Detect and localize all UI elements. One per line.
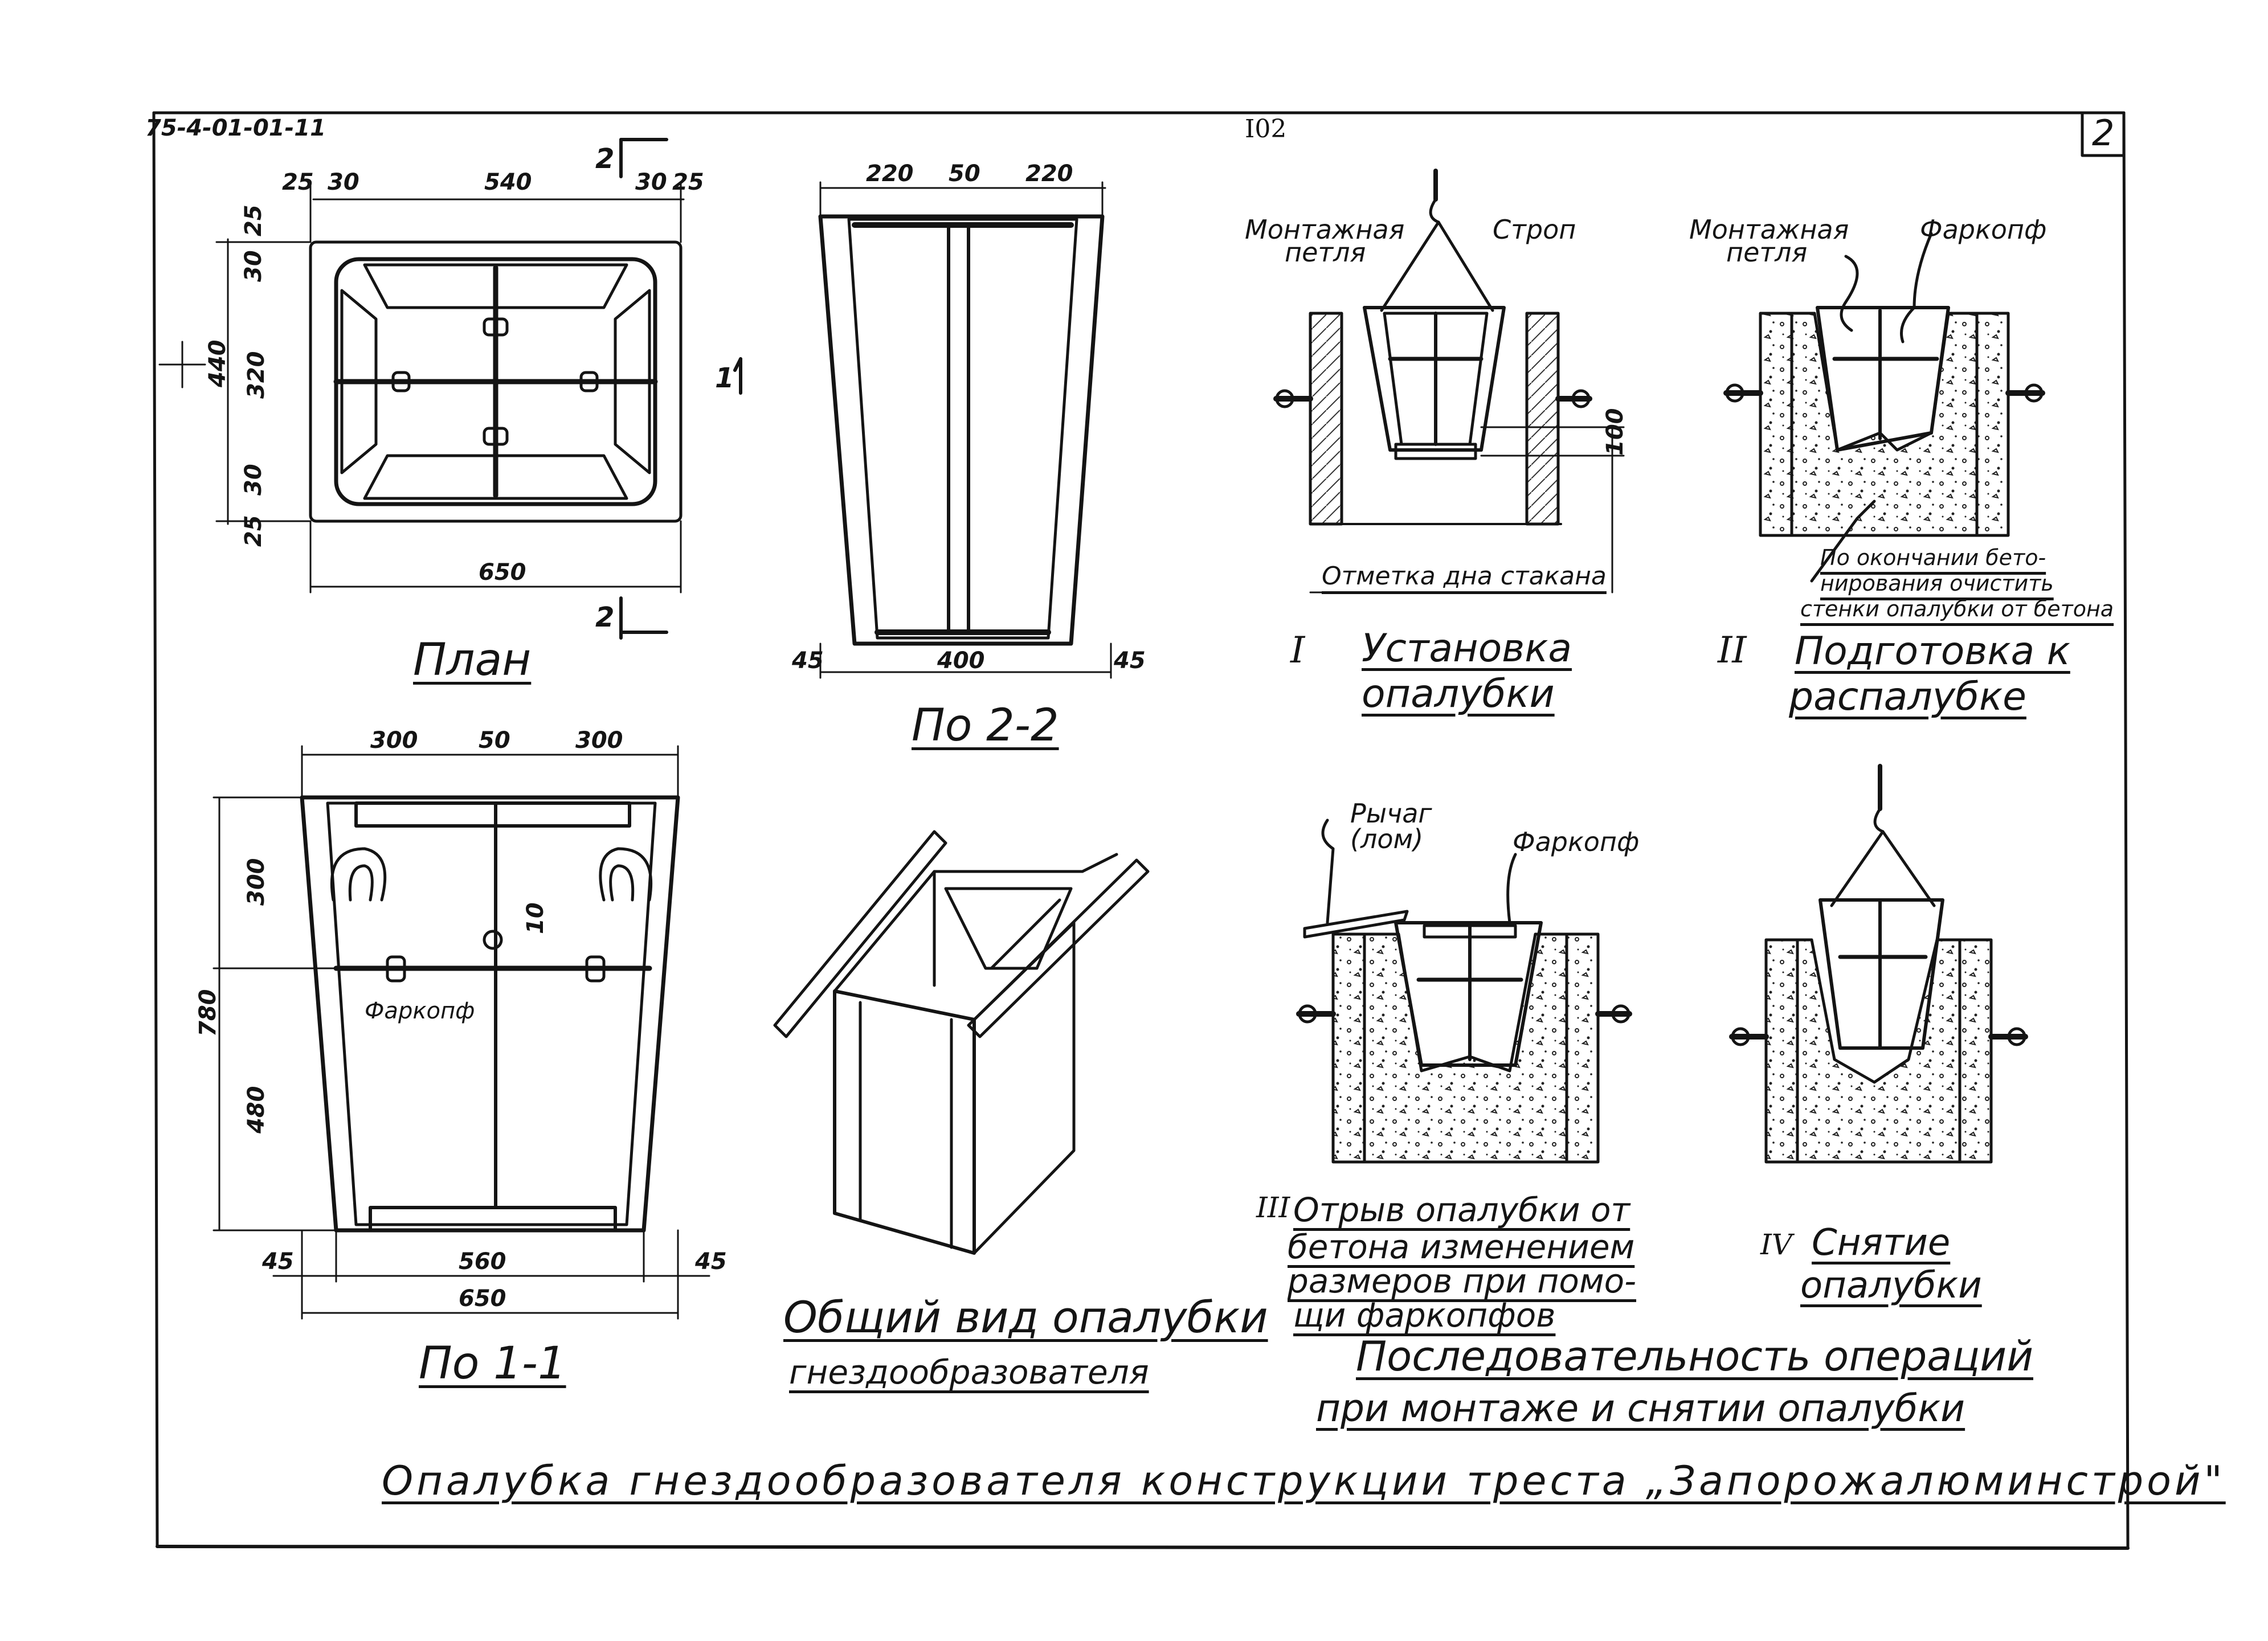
step-3-detachment-diagram [1296,819,1632,1164]
main-title: Опалубка гнездообразователя конструкции … [382,1458,2226,1504]
plan-dim-left-1: 25 [240,204,267,236]
step1-label-loop-1: Монтажная [1245,214,1405,245]
plan-overall-width: 650 [479,559,526,586]
section-2-2-view [818,181,1112,679]
page-number: I02 [1245,114,1287,144]
general-view-isometric [773,830,1150,1255]
step1-roman: I [1290,629,1305,672]
step2-roman: II [1718,629,1747,672]
sec11-label-farkopf: Фаркопф [365,998,475,1024]
plan-dim-left-3: 320 [243,351,269,399]
sec22-dim-bottom-2: 400 [937,648,985,674]
plan-overall-height: 440 [205,339,231,388]
sequence-title-line1: Последовательность операций [1356,1332,2033,1380]
sec11-title: По 1-1 [419,1338,566,1389]
sec22-dim-top-1: 220 [866,161,914,187]
step2-note-line3: стенки опалубки от бетона [1800,596,2114,621]
step2-label-farkopf: Фаркопф [1920,214,2047,245]
sec11-dim-top-3: 300 [575,727,623,754]
sec11-overall-width: 650 [459,1286,506,1312]
plan-view [158,138,742,640]
plan-dim-left-2: 30 [240,250,267,282]
plan-section-mark-side: 1 [715,362,734,394]
step2-title-line1: Подготовка к [1795,629,2070,674]
step3-label-lever-1: Рычаг [1350,798,1432,829]
step2-label-loop-2: петля [1726,237,1808,268]
doc-code: 75-4-01-01-11 [145,115,326,141]
step3-title-line3: размеров при помо- [1288,1262,1637,1300]
step1-label-sling: Строп [1493,214,1576,245]
plan-title: План [413,635,532,686]
sequence-title-line2: при монтаже и снятии опалубки [1316,1386,1965,1430]
sec11-dim-bottom-3: 45 [695,1249,727,1275]
step2-note-line1: По окончании бето- [1820,545,2046,570]
step3-title-line1: Отрыв опалубки от [1293,1190,1630,1229]
step2-title-line2: распалубке [1789,674,2026,719]
step3-roman: III [1256,1191,1290,1224]
plan-section-mark-bottom: 2 [595,601,615,633]
sheet-number-box [2081,111,2126,157]
sec11-dim-left-1: 300 [243,858,269,906]
plan-dim-top-4: 30 [635,169,667,195]
sec11-dim-top-1: 300 [370,727,418,754]
general-view-subtitle: гнездообразователя [789,1353,1149,1392]
sec11-dim-left-2: 480 [243,1086,269,1134]
step2-label-loop-1: Монтажная [1689,214,1849,245]
sec11-dim-bottom-1: 45 [262,1249,294,1275]
sec22-dim-bottom-1: 45 [792,648,824,674]
step1-label-bottom: Отметка дна стакана [1322,562,1607,591]
sheet-border [152,111,2130,1550]
step1-dim: 100 [1602,408,1628,456]
plan-dim-top-3: 540 [484,169,532,195]
step-2-preparation-diagram [1723,232,2045,583]
section-1-1-view [213,745,710,1320]
plan-section-mark-top: 2 [595,143,615,175]
sheet-number: 2 [2092,112,2115,154]
step1-label-loop-2: петля [1285,237,1366,268]
plan-dim-top-1: 25 [282,169,314,195]
step3-title-line2: бетона изменением [1288,1227,1635,1266]
sec22-dim-top-3: 220 [1025,161,1073,187]
step3-label-lever-2: (лом) [1350,824,1424,854]
sec22-dim-top-2: 50 [949,161,980,187]
plan-dim-top-2: 30 [328,169,359,195]
sec11-dim-small: 10 [522,902,549,934]
step4-title-line1: Снятие [1812,1222,1951,1264]
sec22-dim-bottom-3: 45 [1114,648,1146,674]
general-view-title: Общий вид опалубки [783,1292,1268,1343]
step3-label-farkopf: Фаркопф [1513,826,1640,857]
plan-dim-left-4: 30 [240,464,267,496]
step3-title-line4: щи фаркопфов [1293,1296,1556,1335]
step2-note-line2: нирования очистить [1820,571,2054,596]
sec22-title: По 2-2 [912,700,1059,751]
step4-title-line2: опалубки [1800,1264,1982,1307]
step-1-installation-diagram [1273,169,1625,594]
step4-roman: IV [1760,1228,1792,1261]
plan-dim-top-5: 25 [672,169,704,195]
plan-dim-left-5: 25 [240,515,267,547]
step-4-removal-diagram [1729,764,2028,1164]
step1-title-line1: Установка [1362,626,1572,671]
sec11-overall-height: 780 [195,989,221,1037]
step1-title-line2: опалубки [1362,672,1555,717]
sec11-dim-top-2: 50 [479,727,510,754]
sec11-dim-bottom-2: 560 [459,1249,506,1275]
